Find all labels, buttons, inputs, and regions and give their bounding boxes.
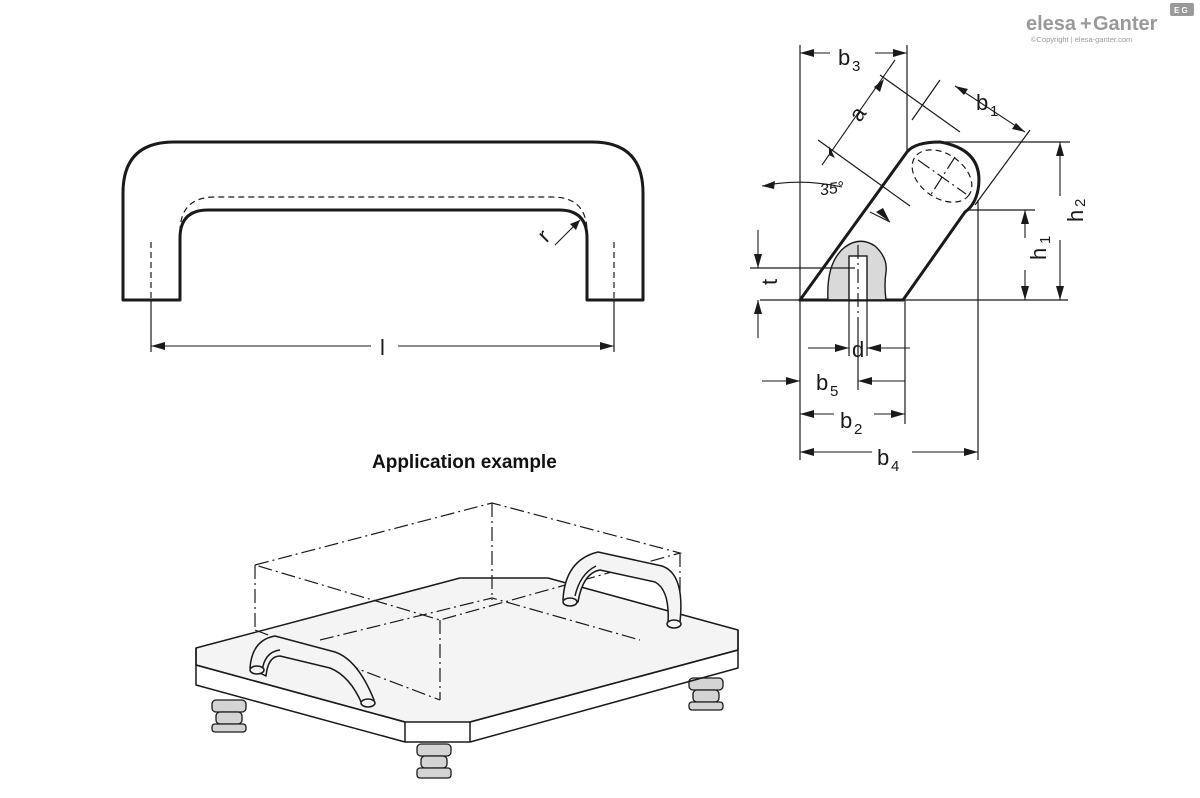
- dim-a-arrow-top: [874, 79, 884, 92]
- dim-t-arrow-bottom: [754, 300, 762, 314]
- dim-d-arrow-right: [867, 344, 881, 352]
- dim-b4-arrow-right: [964, 448, 978, 456]
- dim-b5-base: b: [816, 370, 828, 395]
- end-face-centerline-1: [917, 159, 967, 195]
- dim-b1-line: [954, 85, 1026, 133]
- handle-left: [249, 635, 376, 708]
- dim-a-line: [821, 59, 896, 166]
- dim-b2-arrow-right: [891, 410, 905, 418]
- dim-r-label: r: [532, 224, 555, 247]
- application-caption: Application example: [372, 452, 557, 473]
- logo-brand-left: elesa: [1026, 13, 1077, 35]
- dim-a-arrow-bottom: [829, 146, 835, 158]
- dim-t-arrow-top: [754, 254, 762, 268]
- foot-right: [688, 677, 724, 711]
- dim-h2-arrow-bottom: [1056, 286, 1064, 300]
- ext-a-lower: [817, 139, 911, 207]
- dim-h2-arrow-top: [1056, 142, 1064, 156]
- dim-b5-arrow-right: [858, 377, 872, 385]
- logo-badge-box: [1170, 3, 1194, 16]
- handle-hidden-edge: [179, 196, 588, 233]
- brand-logo: elesa + Ganter E G ©Copyright | elesa-ga…: [1026, 3, 1194, 44]
- end-face-centerline-2: [929, 156, 956, 197]
- logo-brand-right: Ganter: [1093, 13, 1158, 35]
- dim-b5-arrow-left: [786, 377, 800, 385]
- ext-b1-left: [911, 79, 941, 121]
- angle-arrow-right: [876, 208, 890, 222]
- angle-leader: [869, 211, 891, 223]
- ext-b1-right: [974, 129, 1031, 206]
- application-illustration: [195, 502, 739, 779]
- dim-b1-sub: 1: [990, 103, 998, 120]
- dim-h1-arrow-bottom: [1021, 286, 1029, 300]
- logo-copyright: ©Copyright | elesa-ganter.com: [1031, 35, 1132, 44]
- section-outline: [798, 140, 981, 302]
- dim-h2-sub: 2: [1072, 199, 1089, 207]
- dim-h1-base: h: [1026, 248, 1051, 260]
- dim-b4-arrow-left: [800, 448, 814, 456]
- dim-l-arrow-left: [151, 342, 165, 350]
- dim-b2-base: b: [840, 408, 852, 433]
- dim-b4-sub: 4: [891, 458, 899, 475]
- angle-arrow-left: [762, 181, 775, 189]
- dim-b3-arrow-left: [800, 49, 814, 57]
- foot-front: [416, 743, 452, 779]
- logo-brand-plus: +: [1080, 13, 1092, 35]
- dim-t-label: t: [757, 279, 782, 285]
- dim-l-arrow-right: [600, 342, 614, 350]
- dim-a-label: a: [844, 101, 872, 126]
- dim-b5-sub: 5: [830, 383, 838, 400]
- dim-r-arrow: [570, 220, 580, 230]
- section-view: b 3 a b 1 35° h 2: [750, 45, 1089, 475]
- angle-label: 35°: [819, 179, 846, 199]
- dim-h1-arrow-top: [1021, 210, 1029, 224]
- dim-b1-arrow-left: [955, 86, 968, 95]
- handle-outline: [121, 140, 645, 302]
- ext-a-upper: [879, 74, 961, 133]
- front-view: l r: [121, 140, 645, 360]
- foot-left: [211, 699, 247, 733]
- dim-d-arrow-left: [835, 344, 849, 352]
- logo-badge: E G: [1174, 6, 1188, 15]
- dim-l-label: l: [380, 335, 385, 360]
- dim-h2-base: h: [1063, 210, 1088, 222]
- dim-b2-sub: 2: [854, 421, 862, 438]
- dim-b1-base: b: [976, 90, 988, 115]
- dim-b2-arrow-left: [800, 410, 814, 418]
- dim-b4-base: b: [877, 445, 889, 470]
- base-plate-edge: [195, 630, 739, 743]
- dim-b3-sub: 3: [852, 58, 860, 75]
- dim-h1-sub: 1: [1037, 236, 1054, 244]
- plate-front-right-edge: [469, 649, 739, 723]
- handle-right: [562, 551, 682, 629]
- end-face-hidden: [911, 149, 973, 203]
- dim-b1-arrow-right: [1012, 123, 1025, 132]
- dim-b3-arrow-right: [893, 49, 907, 57]
- dim-b3-base: b: [838, 45, 850, 70]
- plate-front-left-edge: [195, 664, 406, 723]
